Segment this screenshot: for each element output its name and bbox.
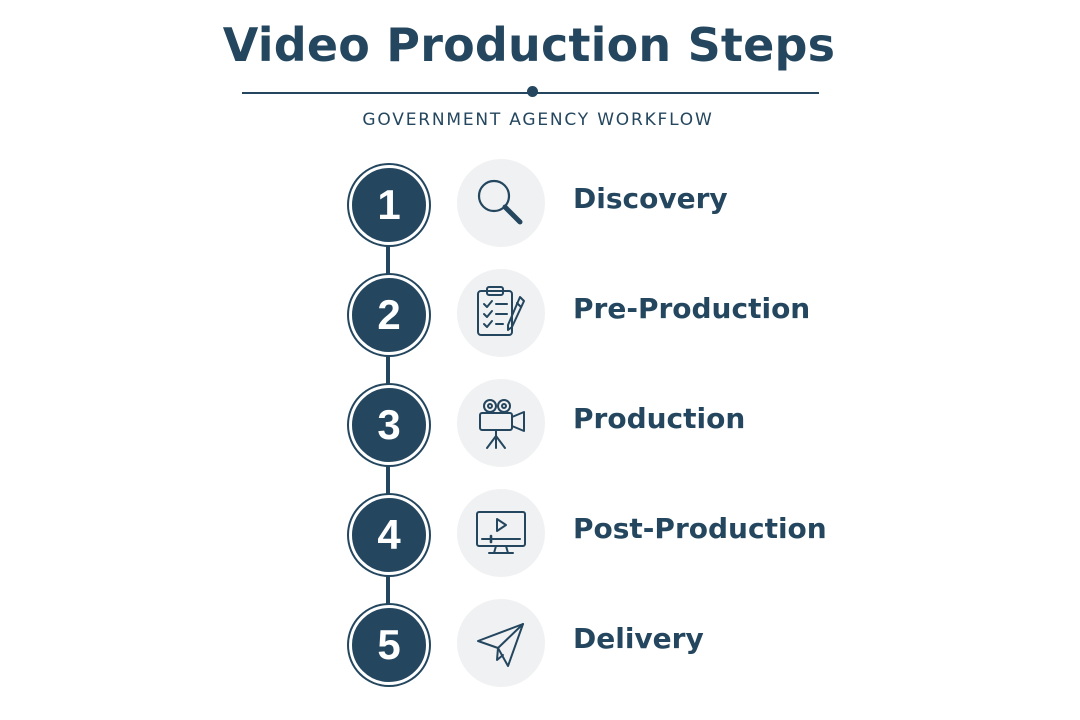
step-label: Production	[573, 402, 746, 435]
paper-plane-icon	[477, 623, 524, 667]
clipboard-checklist-icon	[477, 286, 525, 336]
step-icon-circle	[457, 489, 545, 577]
step-number-badge: 2	[349, 275, 429, 355]
step-label: Post-Production	[573, 512, 827, 545]
step-post-production: 4 Post-Production	[0, 489, 1080, 582]
page-subtitle: GOVERNMENT AGENCY WORKFLOW	[362, 110, 714, 130]
video-camera-icon	[479, 399, 525, 449]
monitor-play-icon	[476, 511, 526, 554]
step-pre-production: 2 Pre-Production	[0, 269, 1080, 362]
step-discovery: 1 Discovery	[0, 159, 1080, 252]
magnifying-glass-icon	[477, 179, 523, 225]
step-label: Pre-Production	[573, 292, 811, 325]
step-number-badge: 5	[349, 605, 429, 685]
step-production: 3 Production	[0, 379, 1080, 472]
step-number-badge: 3	[349, 385, 429, 465]
step-icon-circle	[457, 599, 545, 687]
step-delivery: 5 Delivery	[0, 599, 1080, 692]
step-icon-circle	[457, 379, 545, 467]
step-label: Delivery	[573, 622, 704, 655]
step-icon-circle	[457, 269, 545, 357]
step-number-badge: 4	[349, 495, 429, 575]
step-number-badge: 1	[349, 165, 429, 245]
title-divider-dot	[527, 86, 538, 97]
page-title: Video Production Steps	[222, 18, 836, 72]
step-icon-circle	[457, 159, 545, 247]
step-label: Discovery	[573, 182, 728, 215]
